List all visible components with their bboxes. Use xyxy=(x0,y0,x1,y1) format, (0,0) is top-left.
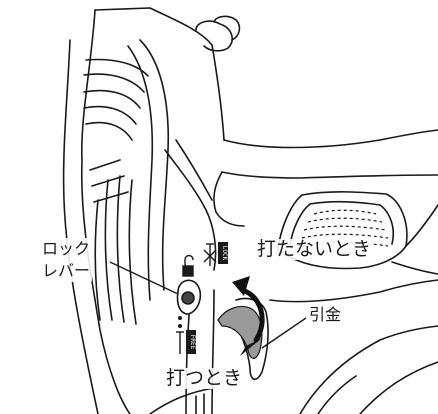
nail-crossed-icon xyxy=(203,243,217,266)
when-striking-label: 打つとき xyxy=(164,367,245,389)
lock-lever xyxy=(176,279,202,315)
lock-lever-label-line1: ロック xyxy=(42,239,91,258)
lock-badge-text: LOCK xyxy=(221,246,228,261)
when-not-striking-label: 打たないとき xyxy=(255,238,374,260)
switch-arrow xyxy=(239,287,265,343)
rib-1 xyxy=(85,58,149,77)
knob-outline xyxy=(195,20,233,52)
rib-3 xyxy=(83,89,141,109)
handle-right xyxy=(405,204,438,247)
lower-handle-2 xyxy=(299,325,438,414)
tip xyxy=(195,393,205,414)
angled-1 xyxy=(89,159,121,171)
shaft-left xyxy=(185,299,191,414)
position-dots xyxy=(178,316,182,328)
arrow-head-down xyxy=(240,338,262,356)
slat-2 xyxy=(116,175,125,323)
lower-handle xyxy=(269,279,438,303)
slat-1 xyxy=(104,179,113,321)
lower-handle-4 xyxy=(317,375,357,414)
lock-badge-icon: LOCK xyxy=(218,242,228,264)
nail-free-icon xyxy=(176,331,184,354)
panel-a xyxy=(139,39,170,291)
panel-b xyxy=(127,45,154,301)
angled-2 xyxy=(91,175,125,187)
slat-4 xyxy=(94,199,101,321)
housing-edge xyxy=(221,171,438,179)
panel-c xyxy=(164,149,217,271)
handle-right-2 xyxy=(391,261,438,275)
free-badge-text: FREE xyxy=(189,335,196,350)
knob-top xyxy=(213,15,241,41)
handle-top xyxy=(213,171,245,227)
slat-3 xyxy=(128,179,137,325)
lock-lever-leader xyxy=(109,261,179,295)
padlock-open-icon xyxy=(182,254,194,277)
grip-window-inner xyxy=(289,200,395,247)
body-outline-inner xyxy=(62,39,99,414)
head-outline xyxy=(94,7,225,141)
angled-3 xyxy=(93,191,129,203)
shaft-right xyxy=(211,289,215,414)
arrow-head-up xyxy=(232,276,250,296)
housing-top xyxy=(223,129,438,149)
rib-4 xyxy=(83,105,137,125)
trigger-fill xyxy=(217,305,263,359)
body-outline xyxy=(80,9,131,414)
lock-lever-label: ロック レバー xyxy=(40,238,93,282)
lock-lever-label-line2: レバー xyxy=(42,261,91,280)
trigger-label: 引金 xyxy=(307,305,344,324)
free-badge-icon: FREE xyxy=(186,330,196,354)
trigger-leader xyxy=(261,317,307,349)
base-curve xyxy=(149,387,215,414)
rib-2 xyxy=(83,73,145,93)
grip-window xyxy=(277,191,408,270)
lower-handle-3 xyxy=(359,361,438,414)
panel-d xyxy=(175,139,213,201)
rib-5 xyxy=(85,121,133,141)
